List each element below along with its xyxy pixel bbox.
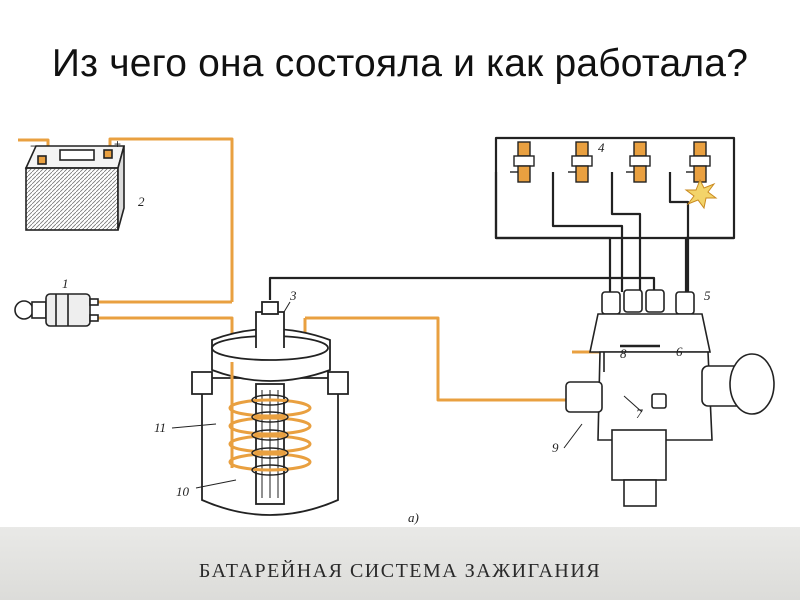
callout-11: 11 [154, 420, 166, 435]
callout-3: 3 [289, 288, 297, 303]
battery-plus-label: + [114, 137, 121, 151]
callout-4: 4 [598, 140, 605, 155]
callout-6: 6 [676, 344, 683, 359]
callouts: 1 2 3 4 5 6 7 8 9 10 11 а) [62, 140, 711, 525]
coil-winding [228, 362, 312, 472]
high-voltage-wires [268, 136, 736, 300]
callout-9: 9 [552, 440, 559, 455]
ignition-coil [191, 301, 349, 516]
plug-wire-4 [668, 172, 690, 292]
plug-wire-frame [494, 136, 736, 240]
ignition-system-diagram: − + [14, 136, 775, 525]
spark-plug-4 [686, 141, 711, 183]
footer-band [0, 527, 800, 600]
plug-wire-3 [610, 172, 642, 292]
callout-2: 2 [138, 194, 145, 209]
battery-minus-label: − [30, 139, 37, 153]
callout-8: 8 [620, 346, 627, 361]
ignition-switch [14, 293, 99, 327]
plug-wire-2 [551, 172, 624, 292]
spark-plug-1 [510, 141, 535, 183]
spark-plug-3 [626, 141, 651, 183]
slide-caption: БАТАРЕЙНАЯ СИСТЕМА ЗАЖИГАНИЯ [198, 560, 602, 582]
spark-icon [684, 178, 718, 210]
distributor [565, 289, 775, 507]
figure-label: а) [408, 510, 419, 525]
battery-plus-wire [108, 137, 234, 302]
leader-lines [171, 301, 672, 489]
coil-to-distributor-wire [268, 276, 656, 300]
coil-to-breaker-wire [305, 316, 620, 402]
coil-inner-winding [251, 394, 289, 476]
spark-plug-2 [568, 141, 593, 183]
callout-5: 5 [704, 288, 711, 303]
spark-plugs [510, 141, 711, 183]
callout-10: 10 [176, 484, 190, 499]
callout-7: 7 [636, 406, 643, 421]
callout-1: 1 [62, 276, 69, 291]
slide-title: Из чего она состояла и как работала? [51, 42, 749, 85]
battery [24, 145, 126, 231]
